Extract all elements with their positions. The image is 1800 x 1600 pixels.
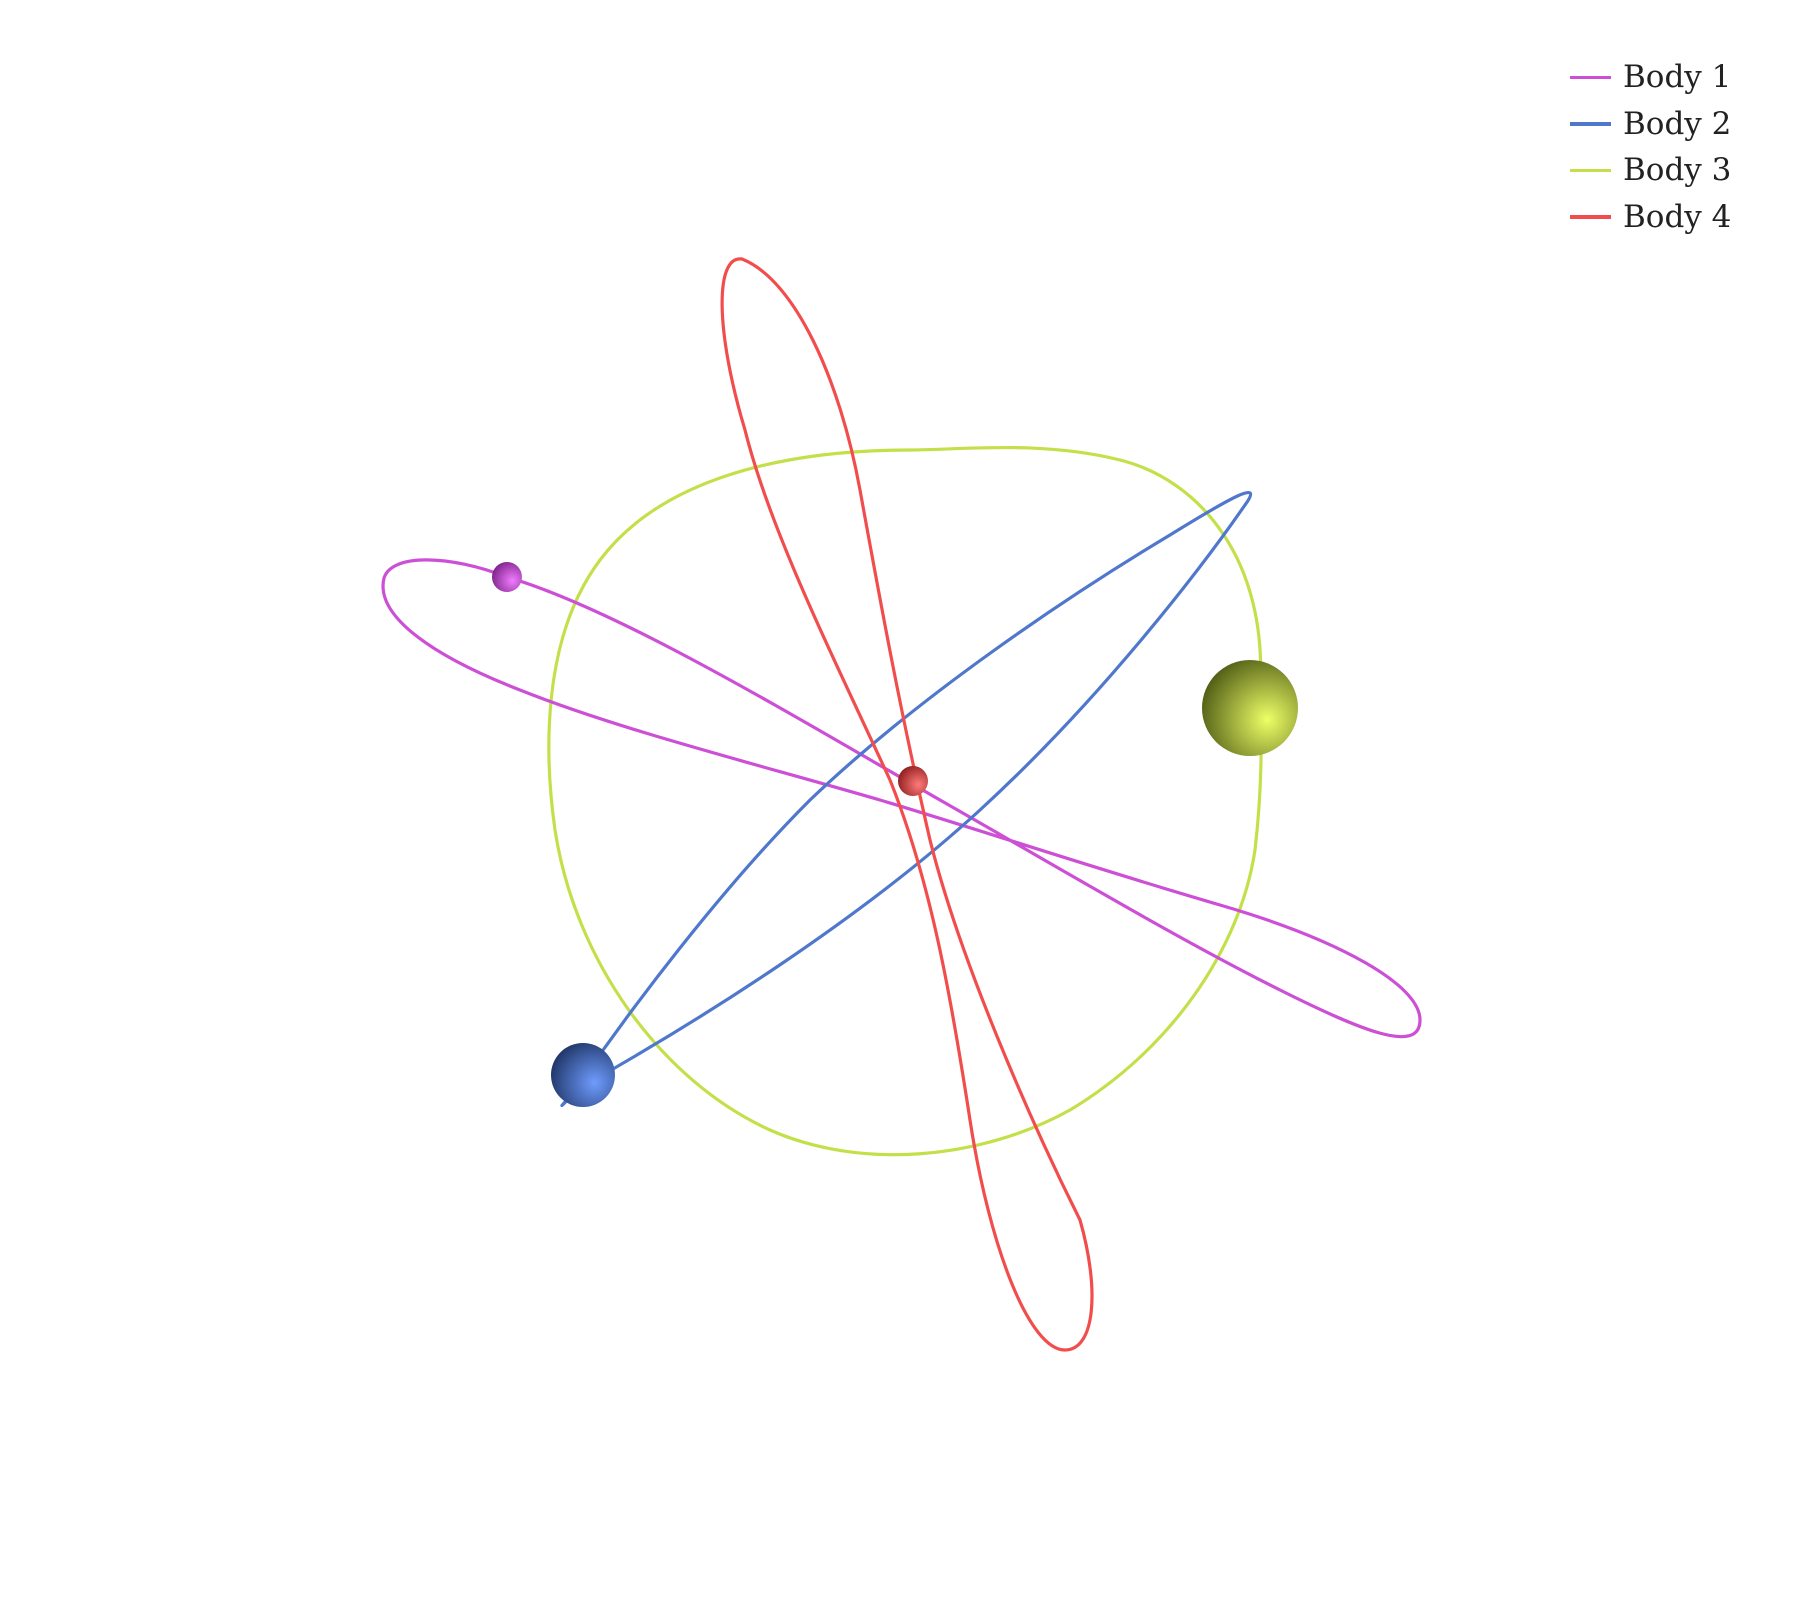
body-2-sphere (551, 1043, 615, 1107)
legend-item-body-4: Body 4 (1570, 194, 1770, 241)
legend-swatch-body-2 (1570, 122, 1611, 126)
legend-label-body-2: Body 2 (1623, 105, 1732, 142)
body-1-sphere (492, 562, 522, 592)
legend: Body 1 Body 2 Body 3 Body 4 (1570, 54, 1770, 240)
body-3-orbit (547, 445, 1263, 1157)
legend-item-body-3: Body 3 (1570, 147, 1770, 194)
body-2-orbit (560, 490, 1253, 1108)
legend-swatch-body-3 (1570, 168, 1611, 172)
legend-label-body-4: Body 4 (1623, 198, 1732, 235)
body-4-orbit (720, 257, 1094, 1352)
body-1-orbit (381, 558, 1422, 1039)
legend-swatch-body-1 (1570, 75, 1611, 79)
legend-swatch-body-4 (1570, 215, 1611, 219)
body-4-sphere (898, 766, 928, 796)
legend-label-body-3: Body 3 (1623, 152, 1732, 189)
legend-item-body-1: Body 1 (1570, 54, 1770, 101)
legend-item-body-2: Body 2 (1570, 101, 1770, 148)
body-3-sphere (1202, 660, 1298, 756)
legend-label-body-1: Body 1 (1623, 59, 1732, 96)
